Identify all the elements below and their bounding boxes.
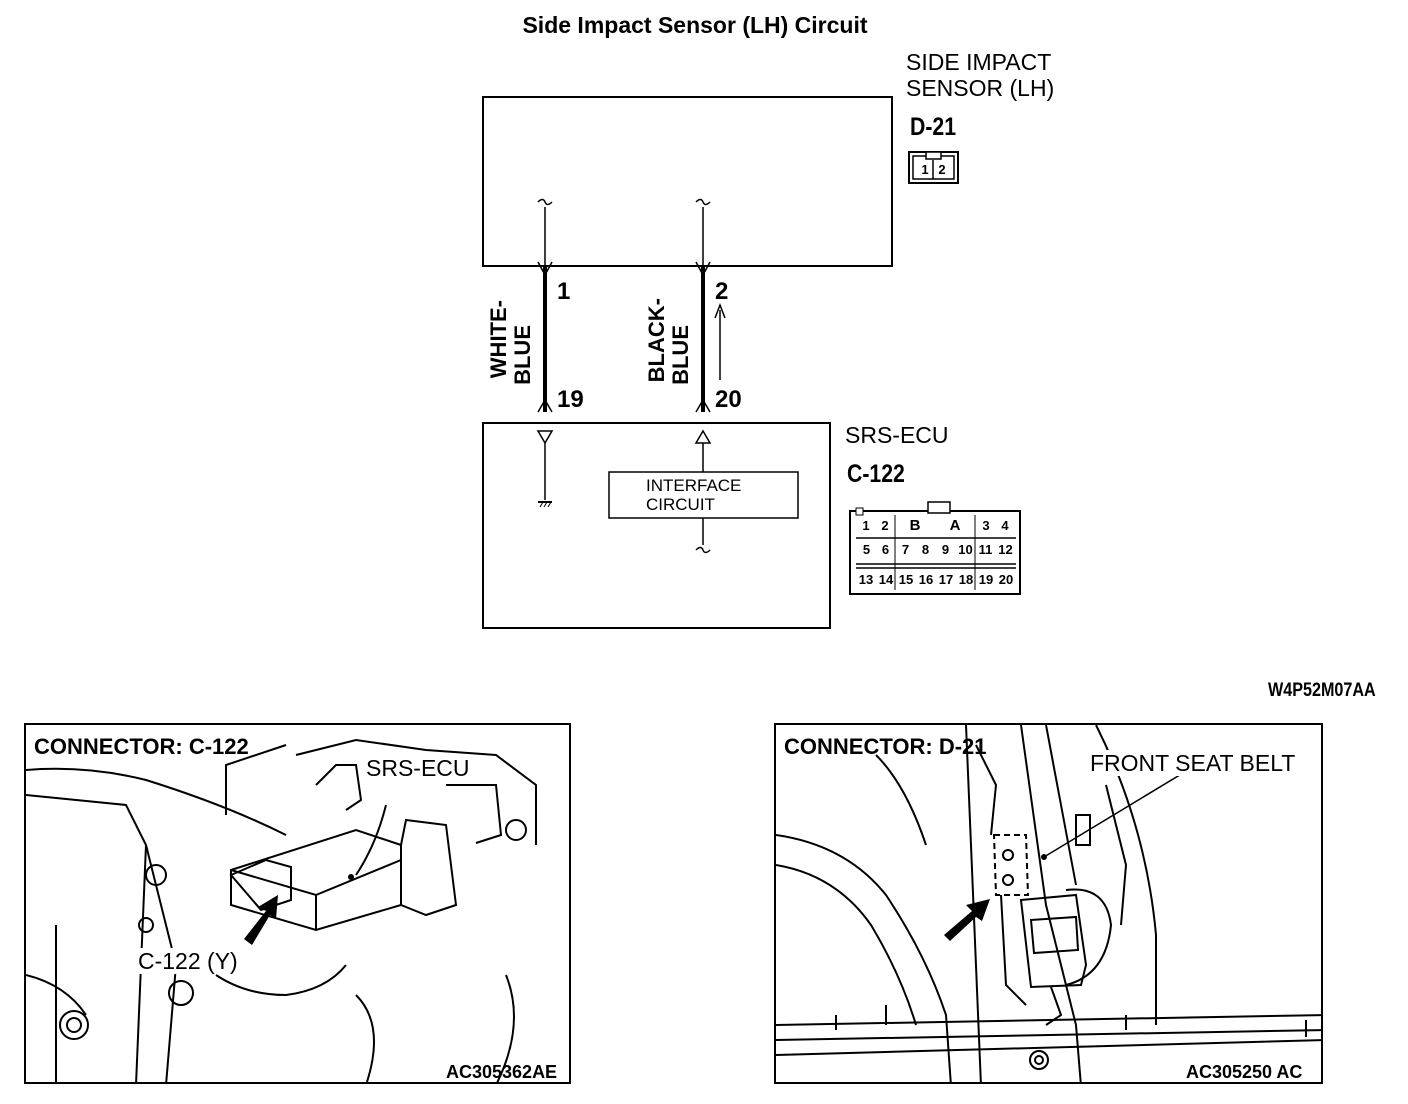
- c122-connector-icon: [849, 501, 1021, 595]
- wire2-color-line2: BLUE: [668, 325, 693, 385]
- panel-c122-connector-label: C-122 (Y): [136, 948, 240, 974]
- c122-pin: 18: [958, 572, 974, 587]
- ecu-box: [482, 422, 831, 629]
- c122-pin: 10: [958, 542, 973, 557]
- wire1-color-line1: WHITE-: [486, 300, 511, 379]
- wire1-color-line2: BLUE: [510, 325, 535, 385]
- c122-pin: 6: [881, 542, 890, 557]
- sensor-box: [482, 96, 893, 267]
- sensor-name-line1: SIDE IMPACT: [906, 49, 1052, 75]
- interface-circuit-label: INTERFACE CIRCUIT: [646, 476, 742, 514]
- c122-pin: 2: [881, 518, 889, 533]
- wire2-bottom-pin: 20: [715, 386, 742, 413]
- panel-d21-code: AC305250 AC: [1186, 1062, 1303, 1082]
- c122-pin: 1: [862, 518, 870, 533]
- diagram-code: W4P52M07AA: [1268, 680, 1376, 701]
- c122-pin: 7: [901, 542, 910, 557]
- page-title: Side Impact Sensor (LH) Circuit: [522, 12, 868, 38]
- panel-c122-ecu-label: SRS-ECU: [364, 755, 472, 781]
- wire-white-blue: [536, 198, 554, 508]
- c122-pin: B: [909, 517, 921, 534]
- wire1-bottom-pin: 19: [557, 386, 584, 413]
- c122-pin: 12: [998, 542, 1013, 557]
- panel-d21-title: CONNECTOR: D-21: [784, 734, 987, 759]
- c122-pin: 9: [941, 542, 950, 557]
- c122-pin: 3: [982, 518, 990, 533]
- c122-pin: 20: [998, 572, 1014, 587]
- c122-pin: 13: [858, 572, 874, 587]
- connector-d21-panel: CONNECTOR: D-21 FRONT SEAT BELT AC305250…: [774, 723, 1323, 1084]
- ecu-connector-id: C-122: [847, 460, 905, 488]
- c122-pin: 8: [921, 542, 930, 557]
- sensor-name-line2: SENSOR (LH): [906, 75, 1055, 101]
- panel-c122-title: CONNECTOR: C-122: [34, 734, 249, 759]
- panel-c122-code: AC305362AE: [446, 1062, 558, 1082]
- c122-pin: 16: [918, 572, 934, 587]
- interface-circuit-box: [608, 471, 799, 519]
- c122-pin: 5: [862, 542, 871, 557]
- d21-pin: 2: [938, 162, 946, 177]
- c122-pin: 19: [978, 572, 994, 587]
- wire-black-blue: [694, 198, 726, 554]
- c122-pin: A: [949, 517, 961, 534]
- panel-d21-belt-label: FRONT SEAT BELT: [1088, 750, 1298, 776]
- c122-pin: 14: [878, 572, 894, 587]
- d21-pin: 1: [921, 162, 929, 177]
- c122-pin: 4: [1001, 518, 1009, 533]
- connector-c122-panel: CONNECTOR: C-122 SRS-ECU C-122 (Y) AC305…: [24, 723, 571, 1084]
- wire2-color-line1: BLACK-: [644, 298, 669, 383]
- wire2-top-pin: 2: [715, 278, 729, 305]
- c122-pin: 17: [938, 572, 954, 587]
- d21-connector-icon: [908, 151, 959, 184]
- ecu-name: SRS-ECU: [845, 422, 949, 448]
- c122-pin: 11: [978, 542, 993, 557]
- wire1-top-pin: 1: [557, 278, 571, 305]
- d21-location-illustration: [776, 725, 1321, 1082]
- c122-location-illustration: [26, 738, 537, 1082]
- sensor-connector-id: D-21: [910, 113, 957, 141]
- circuit-schematic: [482, 96, 1021, 629]
- c122-pin: 15: [898, 572, 914, 587]
